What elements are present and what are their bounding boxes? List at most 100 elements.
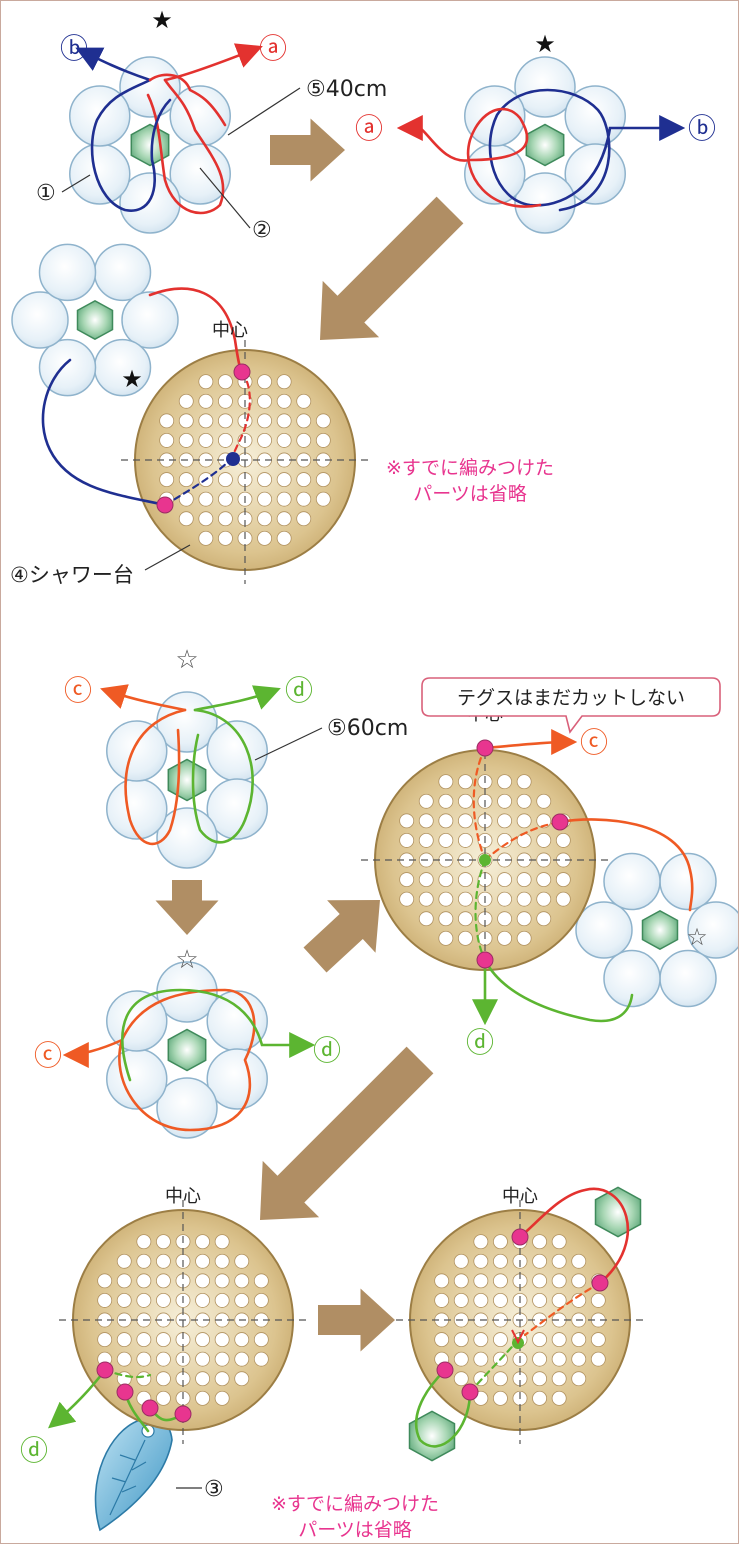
disc-hole — [155, 1371, 171, 1387]
disc-hole — [155, 1351, 171, 1367]
bead — [514, 56, 576, 118]
disc-hole — [457, 911, 473, 927]
disc-hole — [198, 530, 214, 546]
label-d: ⓓ — [285, 674, 313, 707]
disc-hole — [453, 1351, 469, 1367]
disc-hole — [116, 1332, 132, 1348]
disc-hole — [571, 1253, 587, 1269]
disc-hole — [234, 1332, 250, 1348]
disc-hole — [257, 491, 273, 507]
disc-hole — [492, 1332, 508, 1348]
thread-red-final-dash — [523, 1281, 602, 1337]
disc-hole — [551, 1332, 567, 1348]
thread-b-3-dash — [163, 458, 232, 507]
label-part-3: ③ — [204, 1477, 224, 1502]
disc-hole — [418, 891, 434, 907]
disc-hole — [497, 911, 513, 927]
label-center: 中心 — [165, 1186, 201, 1207]
disc-hole — [571, 1273, 587, 1289]
disc-hole — [195, 1253, 211, 1269]
label-c: ⓒ — [34, 1039, 62, 1072]
disc-hole — [516, 793, 532, 809]
disc-hole — [159, 413, 175, 429]
disc-hole — [571, 1371, 587, 1387]
disc-hole — [195, 1332, 211, 1348]
thread-d-6 — [483, 958, 634, 1023]
disc-hole — [234, 1371, 250, 1387]
bead — [106, 1048, 168, 1110]
disc-hole — [551, 1351, 567, 1367]
disc-hole — [195, 1371, 211, 1387]
disc-hole — [198, 413, 214, 429]
thread-c-6-dash — [472, 746, 487, 862]
disc-hole — [532, 1273, 548, 1289]
flower-step5 — [106, 961, 268, 1139]
bead — [38, 243, 97, 302]
disc-hole — [257, 511, 273, 527]
flower-step3 — [11, 243, 179, 397]
label-b: ⓑ — [60, 32, 88, 65]
disc-hole — [399, 891, 415, 907]
disc-hole — [492, 1273, 508, 1289]
label-part-1: ① — [36, 181, 56, 206]
thread-d-7 — [48, 1368, 107, 1429]
disc-hole — [551, 1390, 567, 1406]
disc-hole — [155, 1390, 171, 1406]
disc-hole — [97, 1292, 113, 1308]
disc-hole — [473, 1273, 489, 1289]
disc-hole — [217, 432, 233, 448]
label-part-2: ② — [252, 218, 272, 243]
disc-hole — [136, 1234, 152, 1250]
bead — [119, 172, 181, 234]
disc-hole — [516, 911, 532, 927]
hole-marker — [476, 739, 494, 757]
disc-hole — [555, 872, 571, 888]
disc-hole — [253, 1273, 269, 1289]
thread-a-top — [148, 73, 227, 127]
disc-hole — [178, 413, 194, 429]
gem — [525, 123, 565, 167]
label-omitted-2: パーツは省略 — [413, 483, 527, 505]
hole-marker — [233, 363, 251, 381]
disc-hole — [315, 432, 331, 448]
disc-hole — [116, 1351, 132, 1367]
disc-hole — [438, 832, 454, 848]
disc-hole — [178, 491, 194, 507]
disc-hole — [516, 832, 532, 848]
disc-hole — [296, 393, 312, 409]
disc-hole — [155, 1332, 171, 1348]
disc-hole — [217, 530, 233, 546]
gem — [641, 909, 679, 951]
hole-marker — [436, 1361, 454, 1379]
bead — [156, 1077, 218, 1139]
disc-hole — [214, 1253, 230, 1269]
thread-b-loop — [90, 78, 172, 212]
bead — [38, 338, 97, 397]
label-omitted-1: ※すでに編みつけた — [386, 457, 554, 479]
disc-hole — [253, 1332, 269, 1348]
disc-hole — [217, 472, 233, 488]
disc-hole — [234, 1273, 250, 1289]
disc-hole — [536, 911, 552, 927]
black-star-icon: ★ — [151, 6, 173, 34]
black-star-icon: ★ — [121, 365, 143, 393]
disc-hole — [418, 793, 434, 809]
disc-hole — [276, 432, 292, 448]
white-star-icon: ☆ — [686, 923, 708, 951]
disc-hole — [536, 891, 552, 907]
disc-hole — [296, 511, 312, 527]
disc-hole — [536, 872, 552, 888]
bead — [206, 990, 268, 1052]
thread-d-5 — [121, 988, 316, 1082]
disc-hole — [473, 1292, 489, 1308]
disc-hole — [551, 1273, 567, 1289]
block-arrow-4 — [303, 900, 380, 973]
disc-hole — [234, 1351, 250, 1367]
disc-hole — [159, 432, 175, 448]
hole-marker — [116, 1383, 134, 1401]
leader-wire-60 — [254, 727, 323, 761]
leader-wire-40 — [227, 87, 301, 136]
disc-hole — [532, 1292, 548, 1308]
disc-hole — [136, 1351, 152, 1367]
shower-base-1 — [121, 340, 369, 584]
